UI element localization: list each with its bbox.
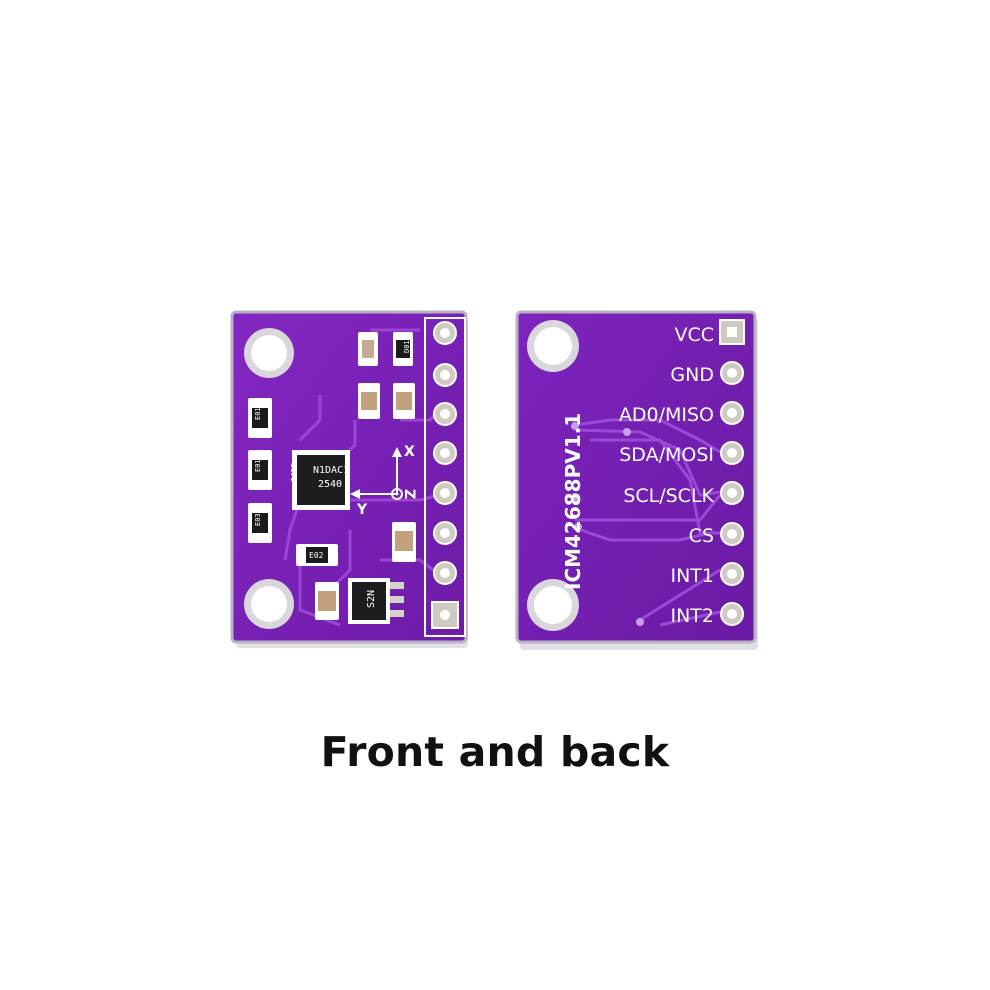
axis-y-label: Y [356,502,368,518]
pin-label-int1: INT1 [670,565,714,587]
front-header-outline [424,317,466,637]
back-board: ICM42688PV1.1 VCC GND AD0/MISO SDA/MOSI … [515,310,758,650]
axis-marking: X Y Z [350,444,417,518]
regulator-text: S2N [366,590,377,608]
marking-e02: E02 [309,551,324,560]
back-board-pcb [515,310,757,644]
marking-e03: E03 [254,513,262,526]
front-smd-components [248,332,416,620]
voltage-regulator: S2N [348,578,404,624]
pin-labels: VCC GND AD0/MISO SDA/MOSI SCL/SCLK CS IN… [619,324,715,627]
back-vias [571,422,644,626]
imu-chip: I42P N1DAC1 2540 [290,450,350,510]
back-mount-hole-top [527,320,579,372]
pin-label-gnd: GND [670,364,714,386]
pin-label-vcc: VCC [674,324,714,346]
back-traces [574,418,722,627]
front-pin-row [431,321,459,629]
back-pin-row [719,319,745,626]
board-model-text: ICM42688PV1.1 [561,413,585,590]
axis-z-label: Z [401,489,417,499]
back-mount-hole-bottom [527,579,579,631]
front-mount-hole-top [244,328,294,378]
front-mount-hole-bottom [244,579,294,629]
axis-x-label: X [404,444,415,460]
pin-label-sda-mosi: SDA/MOSI [619,444,714,466]
pin-label-cs: CS [689,525,714,547]
front-board: E01 E01 E03 E02 D01 I42P N1DAC1 2540 X Y… [230,310,468,648]
marking-d01: D01 [403,340,411,353]
pin-label-int2: INT2 [670,605,714,627]
marking-e01: E01 [254,407,262,420]
pin-label-ad0-miso: AD0/MISO [619,404,714,426]
caption: Front and back [320,728,670,776]
chip-line3: 2540 [318,479,342,490]
chip-line1: I42P [290,463,299,482]
chip-line2: N1DAC1 [313,465,349,476]
pin-label-scl-sclk: SCL/SCLK [623,485,714,507]
marking-e01b: E01 [254,459,262,472]
